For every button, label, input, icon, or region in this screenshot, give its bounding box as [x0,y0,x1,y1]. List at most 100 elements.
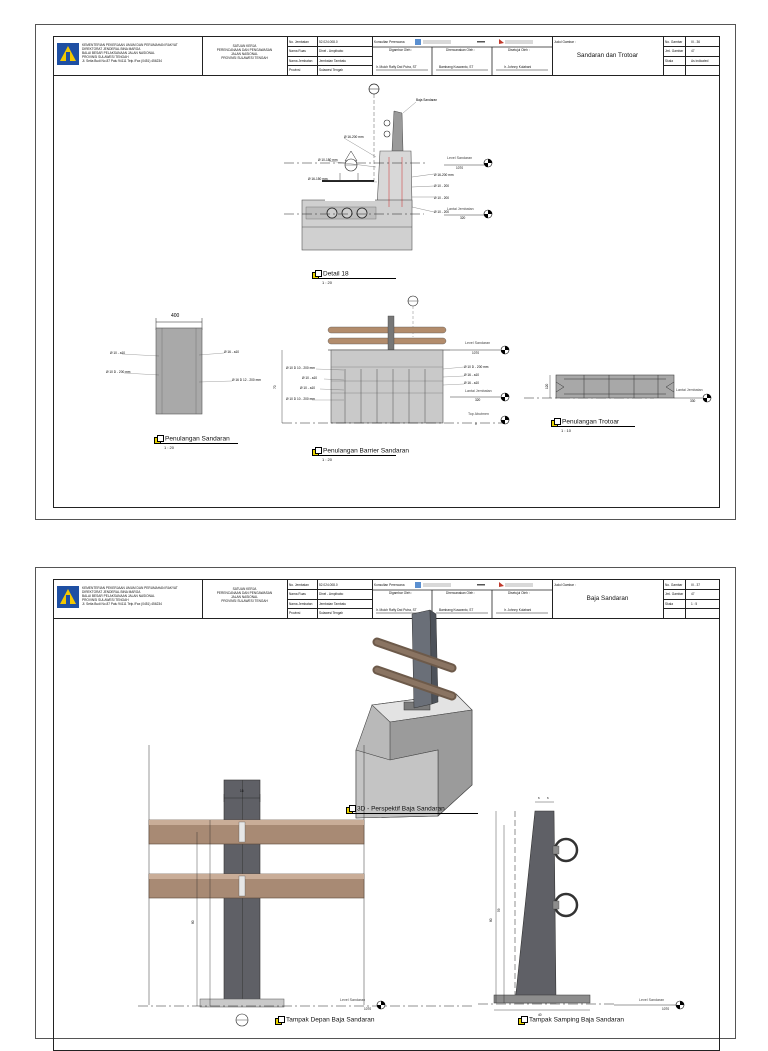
field-label: Provinsi [289,68,301,72]
rebar-label: Ø 16 - a10 [224,350,239,354]
role-label: Disetujui Oleh : [508,48,530,52]
right-value: III - 37 [691,583,701,587]
caption-rule [346,813,478,814]
caption-title: Penulangan Sandaran [165,435,230,443]
caption-perspektif: 3D - Perspektif Baja Sandaran [346,805,478,814]
level-label: Lantai Jembatan [465,389,492,393]
view-marker-icon [312,270,322,279]
unit-line: SATUAN KERJA [232,44,257,48]
level-value: 330 [690,399,696,403]
sheet-number-cell: No. Gambar Jml. Gambar Skala III - 37 47… [663,580,719,618]
pupr-logo-icon [57,586,79,608]
caption-rule [312,278,396,279]
agency-line: PROVINSI SULAWESI TENGAH [82,55,129,59]
view-marker-icon [154,435,164,444]
right-value: 1 : 5 [691,602,698,606]
rebar-label: Ø 10 D - 200 mm [106,370,131,374]
caption-scale: 1 : 20 [322,457,333,462]
level-label: Level Sandaran [639,998,664,1002]
level-value: 320 [460,216,466,220]
role-name: Ir. Johnny Kulabani [504,608,532,612]
rebar-label: Ø 10 - 200 [434,184,449,188]
right-value: 47 [691,592,695,596]
role-label: Disetujui Oleh : [508,591,530,595]
agency-line: DIREKTORAT JENDERAL BINA MARGA [82,47,141,51]
dimension-label: 6 [538,796,540,800]
right-label: Skala [665,602,673,606]
sheet-frame: KEMENTERIAN PEKERJAAN UMUM DAN PERUMAHAN… [53,579,720,1051]
drawing-sheet-2: KEMENTERIAN PEKERJAAN UMUM DAN PERUMAHAN… [35,567,736,1051]
unit-line: JALAN NASIONAL [231,595,258,599]
view-marker-icon [275,1016,285,1025]
agency-line: PROVINSI SULAWESI TENGAH [82,598,129,602]
unit-line: PERENCANAAN DAN PENGAWASAN [216,48,273,52]
perspective-3d-drawing [355,609,473,819]
caption-rule [312,455,396,456]
caption-scale: 1 : 20 [322,280,333,285]
field-label: Nama Jembatan [289,602,313,606]
field-value: Sulawesi Tengah [319,611,344,615]
level-label: Lantai Jembatan [676,388,703,392]
rebar-label: Ø 10 - 200 [434,210,449,214]
sheet2-drawings: 16 80 6 6 80 [138,609,685,1027]
view-marker-icon [551,418,561,427]
rebar-label: Ø 10 D 10 - 200 mm [286,397,315,401]
rebar-label: Ø 10 - a10 [302,376,317,380]
dimension-label: 16 [240,789,244,793]
rebar-label: Ø 10 D 10 - 200 mm [286,366,315,370]
field-label: Nama Ruas [289,592,306,596]
view-marker-icon [518,1016,528,1025]
dimension-label: 40 [538,1013,542,1017]
agency-line: BALAI BESAR PELAKSANAAN JALAN NASIONAL [82,594,155,598]
right-label: No. Gambar [665,40,683,44]
agency-cell: KEMENTERIAN PEKERJAAN UMUM DAN PERUMAHAN… [54,37,203,75]
role-label: Digambar Oleh : [389,48,413,52]
caption-title: Penulangan Trotoar [562,418,620,426]
caption-penulangan-barrier: Penulangan Barrier Sandaran 1 : 20 [312,447,409,462]
level-value: 320 [475,398,481,402]
role-name: Ir. Johnny Kulabani [504,65,532,69]
drawing-title: Baja Sandaran [586,595,629,602]
side-view-drawing: 6 6 80 59 40 [478,796,614,1017]
drawing-sheet-1: KEMENTERIAN PEKERJAAN UMUM DAN PERUMAHAN… [35,24,736,520]
consultant-logos [372,39,552,75]
role-name: Ir. Muich Rafly Dwi Putra, ST [376,608,417,612]
penulangan-barrier-drawing: 70 Ø 10 D 10 - 200 mm Ø 10 - a10 Ø 10 - … [273,295,510,426]
agency-line: Jl. Setia Budi No.87 Palu 94111 Telp./Fa… [82,602,162,606]
title-block: KEMENTERIAN PEKERJAAN UMUM DAN PERUMAHAN… [54,580,719,619]
rebar-label: Ø 10-180 mm [318,158,338,162]
field-label: Nama Jembatan [289,59,313,63]
agency-line: KEMENTERIAN PEKERJAAN UMUM DAN PERUMAHAN… [82,586,178,590]
judul-label: Judul Gambar : [554,583,576,587]
penulangan-trotoar-drawing: 120 Lantai Jembatan 330 [524,374,712,403]
dimension-label: 59 [497,908,501,912]
field-value: Dinel - Ampibabo [319,49,344,53]
rebar-label: Ø 16-150 mm [308,177,328,181]
rebar-label: Ø 10 D - 200 mm [464,365,489,369]
caption-title: Detail 18 [323,270,349,278]
right-label: Skala [665,59,673,63]
role-name: Bambang Kuswanto, ST [439,608,474,612]
consultant-cell: Konsultan Perencana Digambar Oleh : Dire… [372,37,553,75]
consultant-logos [372,582,552,618]
level-label: Level Sandaran [465,341,490,345]
right-label: Jml. Gambar [665,49,684,53]
level-value: 0 [475,422,477,426]
drawing-title: Sandaran dan Trotoar [576,52,639,59]
caption-scale: 1 : 10 [561,428,572,433]
right-label: No. Gambar [665,583,683,587]
caption-tampak-samping: Tampak Samping Baja Sandaran [518,1016,624,1025]
unit-line: JALAN NASIONAL [231,52,258,56]
caption-title: Tampak Depan Baja Sandaran [286,1016,375,1024]
detail-18-drawing: Ø 16-200 mm Ø 10-180 mm Ø 16-150 mm Ø 16… [284,83,493,251]
judul-label: Judul Gambar : [554,40,576,44]
right-value: As indicated [691,59,709,63]
field-value: Jembatan Tambatu [319,602,347,606]
caption-title: 3D - Perspektif Baja Sandaran [357,805,445,813]
title-block: KEMENTERIAN PEKERJAAN UMUM DAN PERUMAHAN… [54,37,719,76]
penulangan-sandaran-drawing: 400 Ø 10 - a10 Ø 10 D - 200 mm Ø 16 - a1… [106,313,261,415]
level-value: 1070 [364,1007,371,1011]
caption-penulangan-sandaran: Penulangan Sandaran 1 : 20 [154,435,238,450]
field-label: Provinsi [289,611,301,615]
role-label: Direncanakan Oleh : [446,591,476,595]
